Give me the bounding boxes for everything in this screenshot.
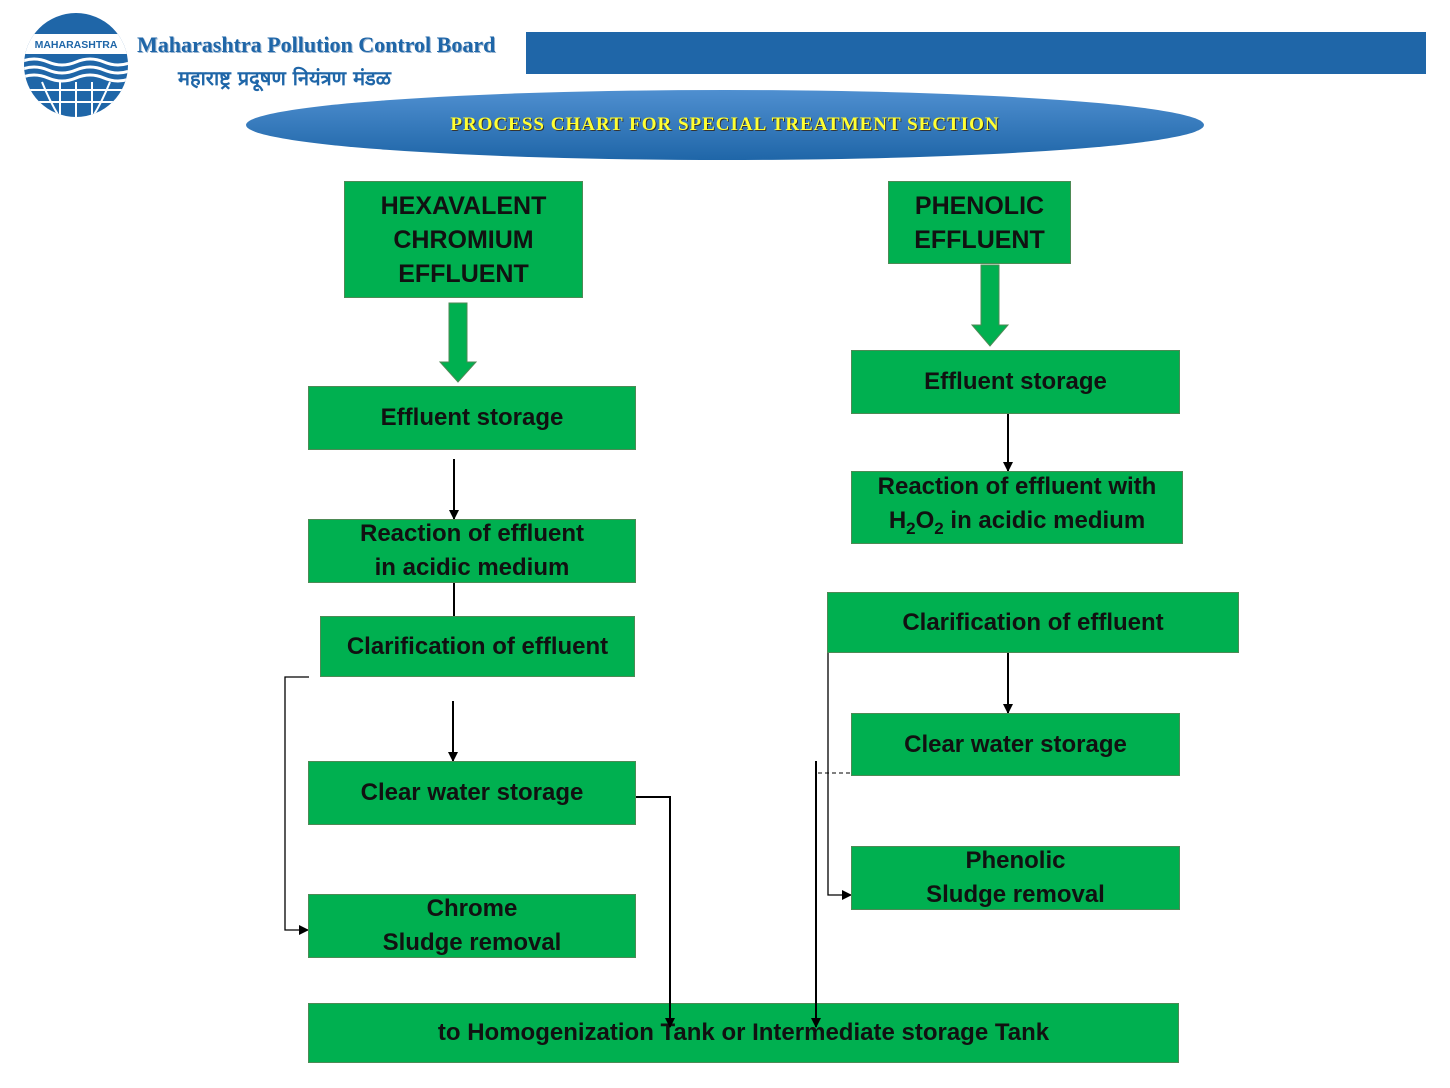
left-clear-water-box: Clear water storage bbox=[308, 761, 636, 825]
right-reaction-box: Reaction of effluent with H2O2 in acidic… bbox=[851, 471, 1183, 544]
hex-line-2: CHROMIUM bbox=[393, 225, 534, 254]
hexavalent-chromium-box: HEXAVALENT CHROMIUM EFFLUENT bbox=[344, 181, 583, 298]
title-banner: PROCESS CHART FOR SPECIAL TREATMENT SECT… bbox=[246, 90, 1204, 160]
hex-line-1: HEXAVALENT bbox=[380, 191, 547, 220]
left-storage-label: Effluent storage bbox=[380, 404, 564, 431]
phenolic-line-2: EFFLUENT bbox=[914, 225, 1045, 254]
phenolic-line-1: PHENOLIC bbox=[914, 191, 1045, 220]
arrow-right-sludge-branch bbox=[827, 653, 852, 900]
o-symbol: O bbox=[915, 506, 935, 534]
arrow-left-to-destination bbox=[636, 796, 675, 1028]
phenolic-sludge-box: Phenolic Sludge removal bbox=[851, 846, 1180, 910]
header-bar bbox=[526, 32, 1426, 74]
arrow-left-sludge-branch bbox=[284, 676, 309, 935]
right-clear-water-box: Clear water storage bbox=[851, 713, 1180, 776]
h-subscript: 2 bbox=[906, 518, 916, 538]
right-clarification-box: Clarification of effluent bbox=[827, 592, 1239, 653]
right-reaction-line-1: Reaction of effluent with bbox=[877, 472, 1157, 500]
chrome-sludge-box: Chrome Sludge removal bbox=[308, 894, 636, 958]
phenolic-sludge-line-2: Sludge removal bbox=[926, 881, 1105, 908]
hex-line-3: EFFLUENT bbox=[398, 259, 529, 288]
left-reaction-line-1: Reaction of effluent bbox=[359, 520, 584, 547]
phenolic-effluent-box: PHENOLIC EFFLUENT bbox=[888, 181, 1071, 264]
org-name-marathi: महाराष्ट्र प्रदूषण नियंत्रण मंडळ bbox=[178, 66, 391, 90]
left-effluent-storage-box: Effluent storage bbox=[308, 386, 636, 450]
mpcb-logo: MAHARASHTRA bbox=[24, 13, 128, 117]
left-clarification-box: Clarification of effluent bbox=[320, 616, 635, 677]
destination-tank-box: to Homogenization Tank or Intermediate s… bbox=[308, 1003, 1179, 1063]
arrow-phenolic-to-storage bbox=[970, 264, 1010, 347]
arrow-hex-to-storage bbox=[438, 302, 478, 383]
destination-label: to Homogenization Tank or Intermediate s… bbox=[437, 1019, 1050, 1046]
h-symbol: H bbox=[888, 506, 907, 534]
chrome-sludge-line-2: Sludge removal bbox=[382, 929, 562, 956]
phenolic-sludge-line-1: Phenolic bbox=[965, 847, 1066, 874]
org-name-english: Maharashtra Pollution Control Board bbox=[137, 32, 496, 57]
left-clear-water-label: Clear water storage bbox=[360, 779, 584, 806]
left-reaction-line-2: in acidic medium bbox=[374, 554, 570, 581]
right-storage-label: Effluent storage bbox=[924, 368, 1107, 395]
logo-label: MAHARASHTRA bbox=[35, 39, 118, 51]
left-reaction-box: Reaction of effluent in acidic medium bbox=[308, 519, 636, 583]
reaction-rest: in acidic medium bbox=[943, 506, 1146, 534]
right-clear-water-label: Clear water storage bbox=[904, 730, 1127, 758]
right-reaction-line-2: H2O2 in acidic medium bbox=[878, 504, 1157, 546]
page-title: PROCESS CHART FOR SPECIAL TREATMENT SECT… bbox=[450, 114, 1000, 135]
right-effluent-storage-box: Effluent storage bbox=[851, 350, 1180, 414]
o-subscript: 2 bbox=[934, 518, 944, 538]
right-clarification-label: Clarification of effluent bbox=[902, 608, 1164, 636]
left-clarification-label: Clarification of effluent bbox=[346, 632, 609, 660]
chrome-sludge-line-1: Chrome bbox=[426, 895, 518, 922]
